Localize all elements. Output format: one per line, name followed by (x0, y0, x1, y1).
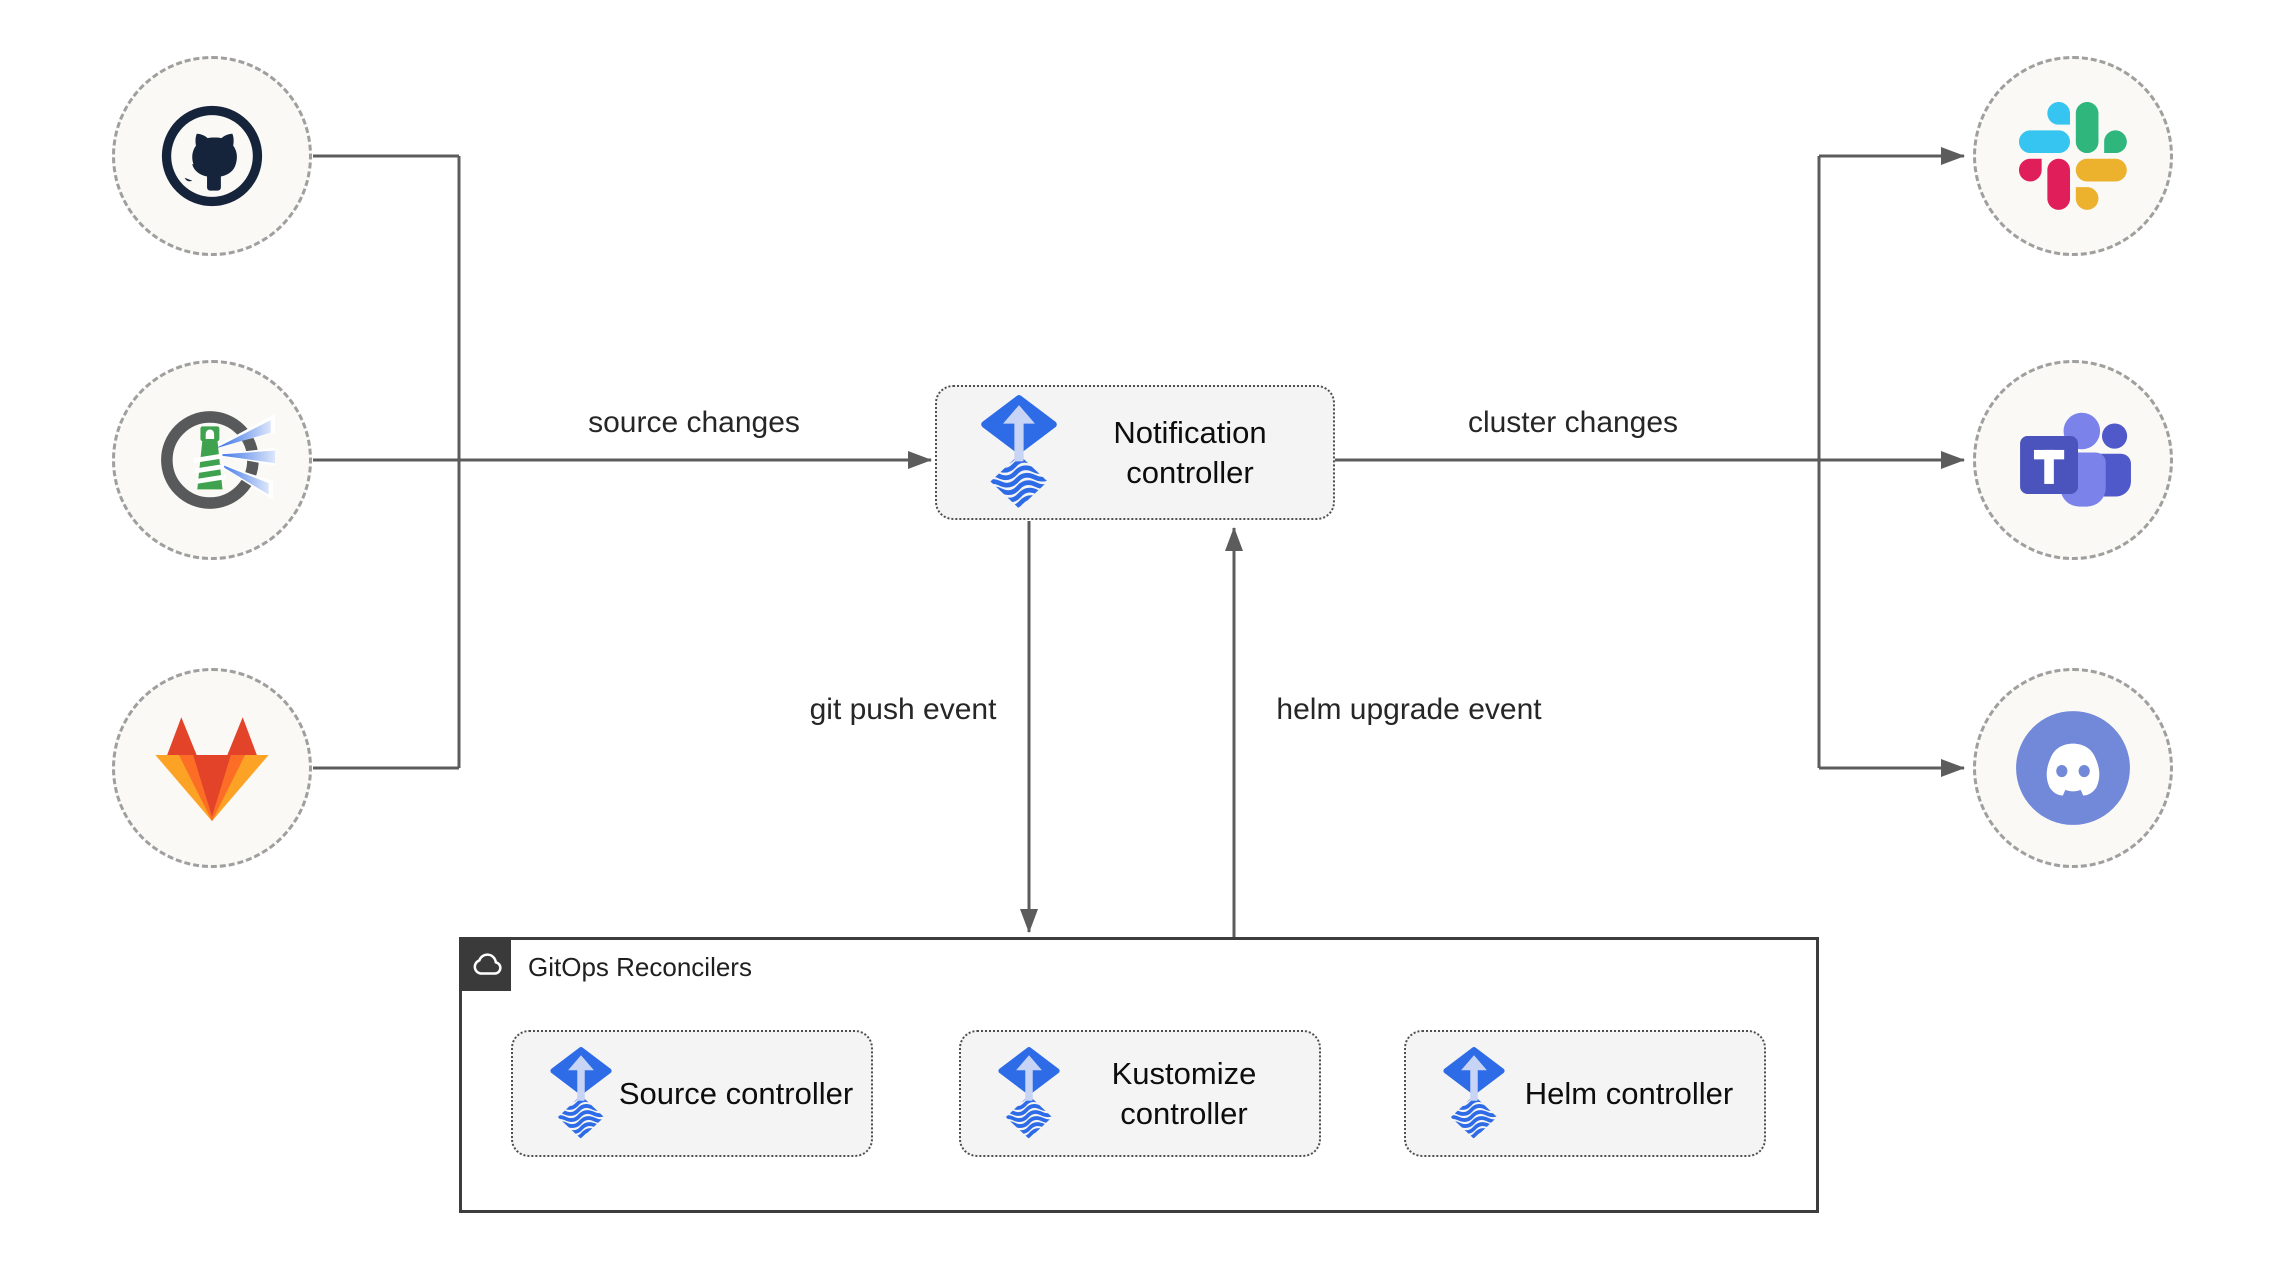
source-gitlab-node (112, 668, 312, 868)
flux-icon (995, 1045, 1063, 1143)
teams-icon (2020, 412, 2131, 507)
flux-icon (1440, 1045, 1508, 1143)
flux-icon (977, 393, 1061, 513)
target-discord-node (1973, 668, 2173, 868)
group-badge (459, 937, 511, 991)
source-controller-label: Source controller (618, 1075, 854, 1111)
edge-label-git-push-event: git push event (809, 693, 997, 726)
gitops-reconcilers-group: GitOps Reconcilers Source controller Kus… (459, 937, 1819, 1213)
edge-label-source-changes: source changes (588, 406, 800, 439)
notification-controller-node: Notification controller (935, 385, 1335, 520)
source-controller-node: Source controller (511, 1030, 873, 1157)
group-title: GitOps Reconcilers (528, 951, 752, 982)
kustomize-controller-label: Kustomize controller (1111, 1055, 1257, 1131)
helm-controller-node: Helm controller (1404, 1030, 1766, 1157)
discord-icon (2016, 711, 2130, 825)
harbor-icon (161, 411, 275, 509)
edge-label-cluster-changes: cluster changes (1467, 406, 1679, 439)
gitlab-icon (155, 717, 269, 822)
helm-controller-label: Helm controller (1524, 1075, 1734, 1111)
flux-icon (547, 1045, 615, 1143)
target-teams-node (1973, 360, 2173, 560)
github-icon (161, 105, 263, 207)
target-slack-node (1973, 56, 2173, 256)
kustomize-controller-node: Kustomize controller (959, 1030, 1321, 1157)
cloud-icon (473, 952, 502, 975)
source-github-node (112, 56, 312, 256)
slack-icon (2019, 102, 2127, 210)
notification-controller-label: Notification controller (1113, 414, 1267, 490)
source-harbor-node (112, 360, 312, 560)
edge-label-helm-upgrade-event: helm upgrade event (1276, 693, 1542, 726)
